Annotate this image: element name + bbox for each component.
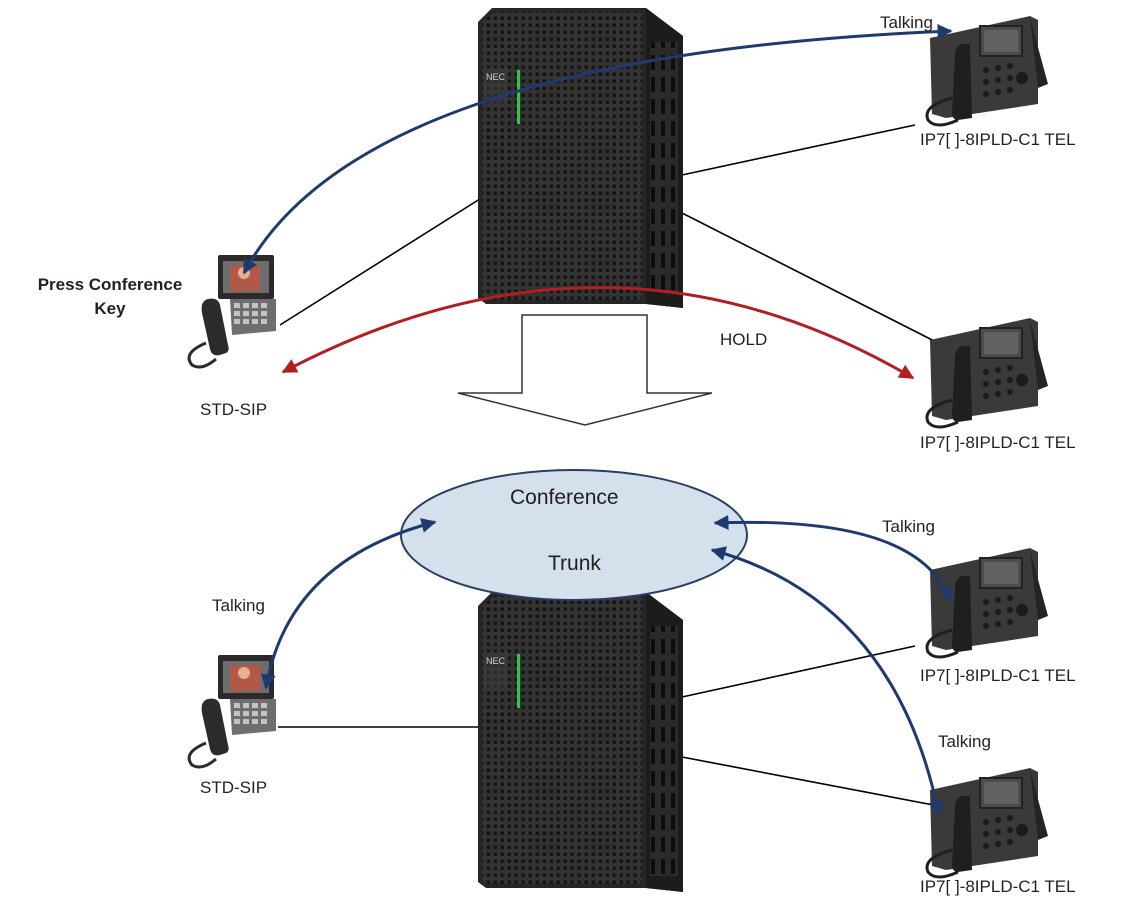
server-chassis-icon [478,8,683,308]
press-conference-line1: Press Conference [37,275,183,294]
top-phone1-label: IP7[ ]-8IPLD-C1 TEL [920,130,1076,149]
press-conference-label: Press Conference Key [10,273,210,321]
bottom-phone1-icon [925,546,1050,659]
hold-label: HOLD [720,330,768,349]
bottom-sip-phone-icon [187,653,278,769]
top-phone2-icon [925,316,1050,429]
bottom-phone1-talking-label: Talking [882,517,935,536]
bottom-phone1-label: IP7[ ]-8IPLD-C1 TEL [920,666,1076,685]
down-block-arrow-icon [457,314,713,426]
top-phone2-label: IP7[ ]-8IPLD-C1 TEL [920,433,1076,452]
hold-arrow [281,286,915,380]
sip-talking-arrow [260,518,437,690]
press-conference-line2: Key [94,299,126,318]
top-section [187,8,1050,429]
server-chassis-icon [478,592,683,892]
conference-label: Conference [510,486,619,509]
bottom-phone2-label: IP7[ ]-8IPLD-C1 TEL [920,877,1076,896]
top-talking-arrow [242,24,953,275]
bottom-phone2-icon [925,766,1050,879]
phone2-talking-arrow [710,546,944,817]
top-sip-label: STD-SIP [200,400,268,419]
bottom-phone2-talking-label: Talking [938,732,991,751]
sip-talking-label: Talking [212,596,265,615]
trunk-label: Trunk [548,552,601,575]
top-phone1-talking-label: Talking [880,13,933,32]
bottom-sip-label: STD-SIP [200,778,268,797]
bottom-section [187,469,1050,892]
